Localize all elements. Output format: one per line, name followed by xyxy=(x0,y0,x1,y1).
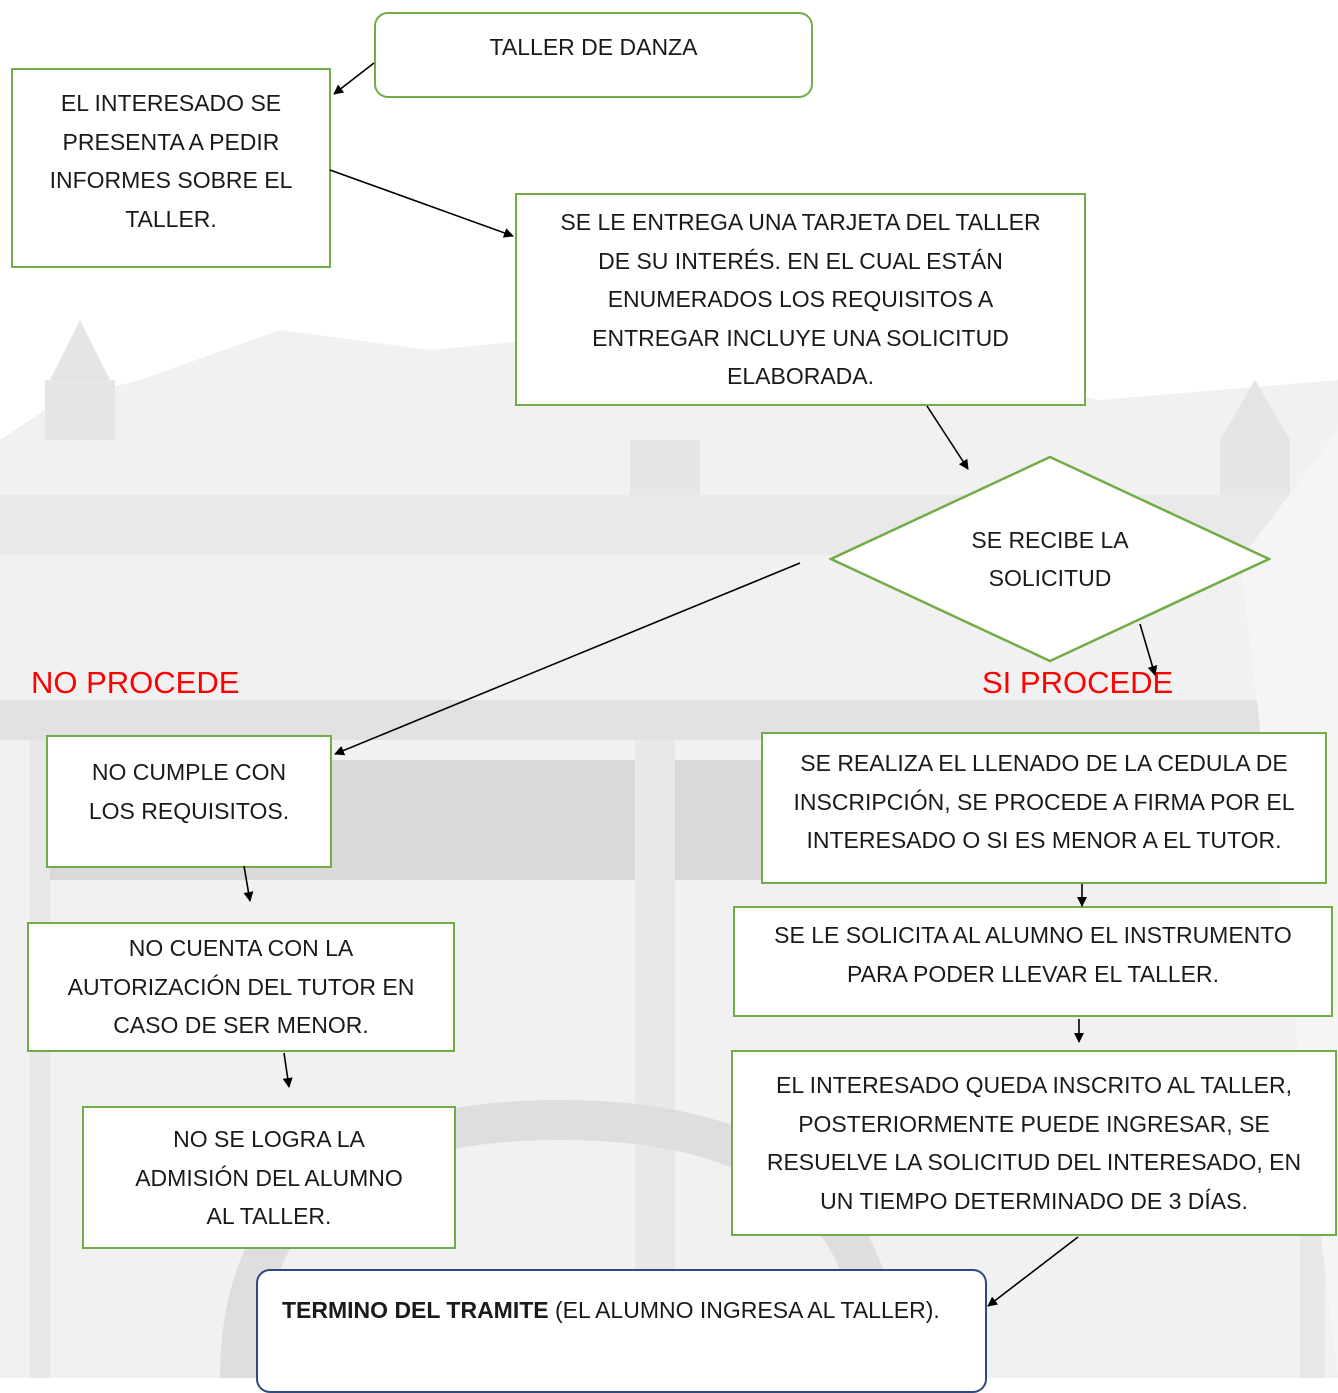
node-end: TERMINO DEL TRAMITE (EL ALUMNO INGRESA A… xyxy=(256,1269,987,1393)
node-no-3: NO SE LOGRA LA ADMISIÓN DEL ALUMNO AL TA… xyxy=(82,1106,456,1249)
node-decision-text: SE RECIBE LA SOLICITUD xyxy=(971,526,1129,592)
node-start-text: TALLER DE DANZA xyxy=(489,34,698,60)
node-step2: SE LE ENTREGA UNA TARJETA DEL TALLER DE … xyxy=(515,193,1086,406)
node-start: TALLER DE DANZA xyxy=(374,12,813,98)
node-step2-text: SE LE ENTREGA UNA TARJETA DEL TALLER DE … xyxy=(560,209,1041,390)
node-decision: SE RECIBE LA SOLICITUD xyxy=(829,455,1271,663)
branch-label-yes: SI PROCEDE xyxy=(982,665,1174,700)
node-no-2-text: NO CUENTA CON LA AUTORIZACIÓN DEL TUTOR … xyxy=(67,935,415,1039)
node-no-2: NO CUENTA CON LA AUTORIZACIÓN DEL TUTOR … xyxy=(27,922,455,1052)
node-yes-3: EL INTERESADO QUEDA INSCRITO AL TALLER, … xyxy=(731,1050,1337,1236)
node-yes-2-text: SE LE SOLICITA AL ALUMNO EL INSTRUMENTO … xyxy=(774,922,1292,987)
node-no-3-text: NO SE LOGRA LA ADMISIÓN DEL ALUMNO AL TA… xyxy=(135,1126,403,1229)
node-yes-2: SE LE SOLICITA AL ALUMNO EL INSTRUMENTO … xyxy=(733,906,1333,1017)
node-step1-text: EL INTERESADO SE PRESENTA A PEDIR INFORM… xyxy=(49,90,293,232)
node-no-1: NO CUMPLE CON LOS REQUISITOS. xyxy=(46,735,332,868)
branch-label-no: NO PROCEDE xyxy=(31,665,240,700)
node-step1: EL INTERESADO SE PRESENTA A PEDIR INFORM… xyxy=(11,68,331,268)
node-no-1-text: NO CUMPLE CON LOS REQUISITOS. xyxy=(88,759,290,824)
node-end-text: (EL ALUMNO INGRESA AL TALLER). xyxy=(548,1297,940,1323)
node-yes-1-text: SE REALIZA EL LLENADO DE LA CEDULA DE IN… xyxy=(793,750,1295,853)
node-yes-1: SE REALIZA EL LLENADO DE LA CEDULA DE IN… xyxy=(761,732,1327,884)
node-yes-3-text: EL INTERESADO QUEDA INSCRITO AL TALLER, … xyxy=(766,1072,1302,1214)
node-end-title: TERMINO DEL TRAMITE xyxy=(282,1297,549,1323)
